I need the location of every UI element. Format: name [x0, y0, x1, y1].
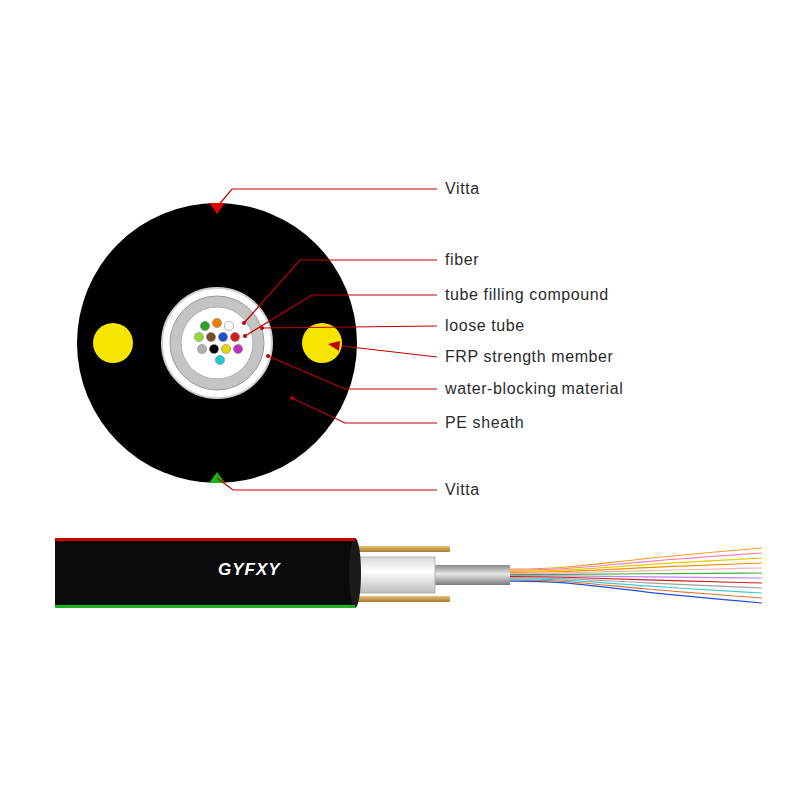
cable-marking: GYFXY	[218, 560, 281, 580]
fiber-dot	[197, 344, 206, 353]
fiber-strand	[505, 581, 762, 603]
fiber-dot	[194, 332, 203, 341]
leader-line	[268, 356, 437, 389]
vitta-marker	[209, 203, 225, 214]
fiber-dot	[224, 321, 233, 330]
frp-rod-side	[355, 596, 450, 602]
fiber-dot	[218, 332, 227, 341]
part-label: fiber	[445, 250, 479, 269]
fiber-dot	[233, 344, 242, 353]
tube-filling-compound	[181, 307, 253, 379]
leader-line	[217, 189, 437, 207]
part-label: PE sheath	[445, 413, 524, 432]
part-label: tube filling compound	[445, 285, 609, 304]
fiber-dot	[206, 332, 215, 341]
leader-line	[262, 326, 437, 328]
fiber-strand	[505, 568, 762, 573]
vitta-stripe	[55, 605, 355, 608]
fiber-dot	[200, 321, 209, 330]
fiber-group	[194, 318, 242, 364]
water-blocking-layer	[162, 288, 272, 398]
water-blocking-side	[355, 557, 435, 593]
frp-strength-member	[302, 323, 342, 363]
fiber-fan	[505, 548, 762, 603]
fiber-dot	[215, 355, 224, 364]
leader-line	[342, 346, 437, 357]
fiber-dot	[230, 332, 239, 341]
part-label: loose tube	[445, 316, 525, 335]
vitta-label: Vitta	[445, 179, 480, 198]
part-label: water-blocking material	[445, 379, 623, 398]
fiber-dot	[209, 344, 218, 353]
fiber-strand	[505, 580, 762, 598]
leader-dot	[266, 354, 270, 358]
leader-line	[245, 295, 437, 336]
vitta-marker	[209, 472, 225, 483]
fiber-strand	[505, 553, 762, 570]
cable-jacket-side	[55, 538, 355, 608]
frp-strength-member	[93, 323, 133, 363]
leader-dot	[260, 326, 264, 330]
leader-dot	[243, 334, 247, 338]
fiber-dot	[212, 318, 221, 327]
loose-tube-side	[430, 565, 510, 585]
leader-lines	[217, 189, 437, 490]
leader-dot	[290, 396, 294, 400]
leader-dots	[242, 321, 340, 400]
leader-dot	[242, 321, 246, 325]
leader-arrowhead	[328, 341, 340, 351]
part-label: FRP strength member	[445, 347, 614, 366]
vitta-label: Vitta	[445, 480, 480, 499]
vitta-stripe	[55, 538, 355, 541]
loose-tube	[170, 296, 264, 390]
leader-line	[217, 478, 437, 490]
frp-rod-side	[355, 546, 450, 552]
jacket-end	[349, 538, 361, 608]
leader-line	[244, 260, 437, 323]
leader-line	[292, 398, 437, 423]
fiber-dot	[221, 344, 230, 353]
pe-sheath	[77, 203, 357, 483]
fiber-strand	[505, 573, 762, 575]
